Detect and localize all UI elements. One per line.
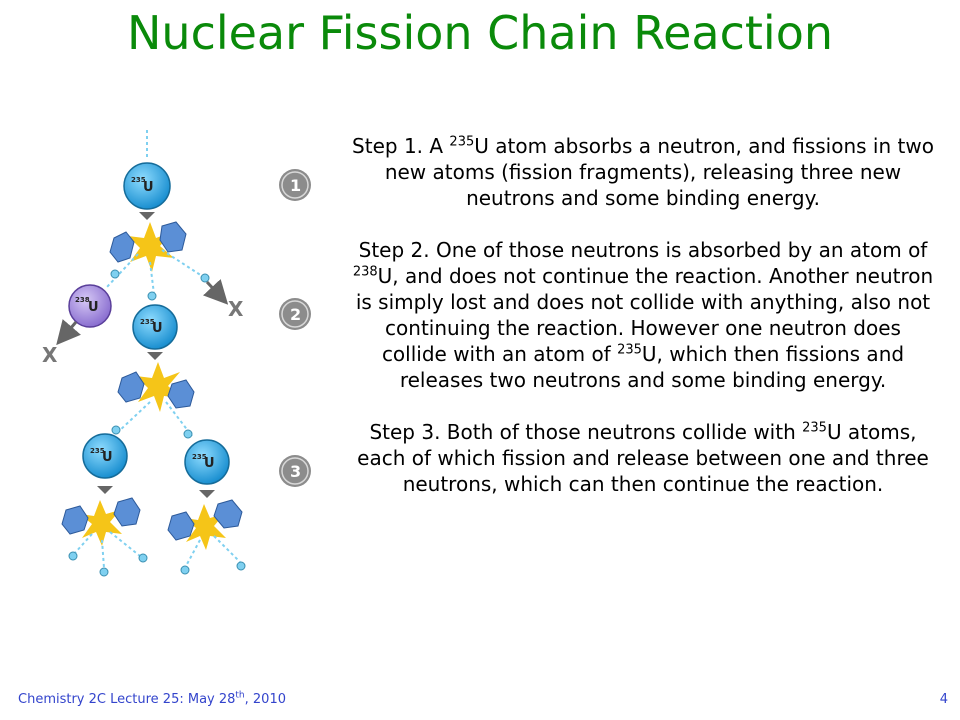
neutron	[110, 269, 120, 279]
fission-fragment	[109, 231, 135, 263]
fission-burst-step1	[109, 221, 187, 272]
atom-symbol: U	[152, 321, 163, 336]
atom-mass: 235	[90, 447, 105, 455]
steps-description: Step 1. A 235U atom absorbs a neutron, a…	[350, 133, 936, 523]
step1-paragraph: Step 1. A 235U atom absorbs a neutron, a…	[352, 134, 934, 210]
absorbed-neutron-x: X	[42, 343, 58, 367]
step-badge-number: 2	[290, 305, 301, 324]
fission-fragment	[167, 511, 195, 541]
fission-fragment	[159, 221, 187, 253]
step2-paragraph: Step 2. One of those neutrons is absorbe…	[352, 238, 934, 392]
fission-fragment	[61, 505, 89, 535]
atom-mass: 235	[192, 453, 207, 461]
down-arrow-icon	[147, 352, 163, 360]
neutron	[180, 565, 190, 575]
atom-u235-step3-right: 235 U	[184, 439, 230, 485]
neutron	[200, 273, 210, 283]
fission-chain-diagram: 235 U X 238 U X 235 U 235	[42, 130, 311, 577]
fission-fragment	[113, 497, 141, 527]
step-badge-2: 2	[279, 298, 311, 330]
page-number: 4	[939, 692, 948, 707]
down-arrow-icon	[139, 212, 155, 220]
atom-symbol: U	[143, 180, 154, 195]
atom-mass: 238	[75, 296, 90, 304]
fission-burst-step3-left	[61, 497, 141, 546]
neutron	[138, 553, 148, 563]
atom-symbol: U	[88, 300, 99, 315]
neutron	[147, 291, 157, 301]
neutron	[68, 551, 78, 561]
step-badge-3: 3	[279, 455, 311, 487]
atom-mass: 235	[131, 176, 146, 184]
step-badge-number: 1	[290, 176, 301, 195]
atom-u235-step3-left: 235 U	[82, 433, 128, 479]
neutron	[99, 567, 109, 577]
step-badge-number: 3	[290, 462, 301, 481]
down-arrow-icon	[199, 490, 215, 498]
fission-burst-step2	[117, 362, 195, 412]
atom-u235-step1: 235 U	[123, 162, 171, 210]
atom-mass: 235	[140, 318, 155, 326]
atom-u235-step2: 235 U	[132, 304, 178, 350]
neutron	[183, 429, 193, 439]
atom-symbol: U	[102, 450, 113, 465]
step-badge-1: 1	[279, 169, 311, 201]
fission-fragment	[167, 379, 195, 409]
fission-fragment	[213, 499, 243, 529]
footer-course-label: Chemistry 2C Lecture 25: May 28th, 2010	[18, 690, 286, 707]
neutron	[236, 561, 246, 571]
step3-paragraph: Step 3. Both of those neutrons collide w…	[357, 420, 929, 496]
lost-neutron-x: X	[228, 297, 244, 321]
fission-burst-step3-right	[167, 499, 243, 550]
slide-title: Nuclear Fission Chain Reaction	[127, 6, 833, 60]
neutron	[111, 425, 121, 435]
atom-u238-step2: 238 U	[68, 284, 112, 328]
fission-fragment	[117, 371, 145, 403]
down-arrow-icon	[97, 486, 113, 494]
atom-symbol: U	[204, 456, 215, 471]
